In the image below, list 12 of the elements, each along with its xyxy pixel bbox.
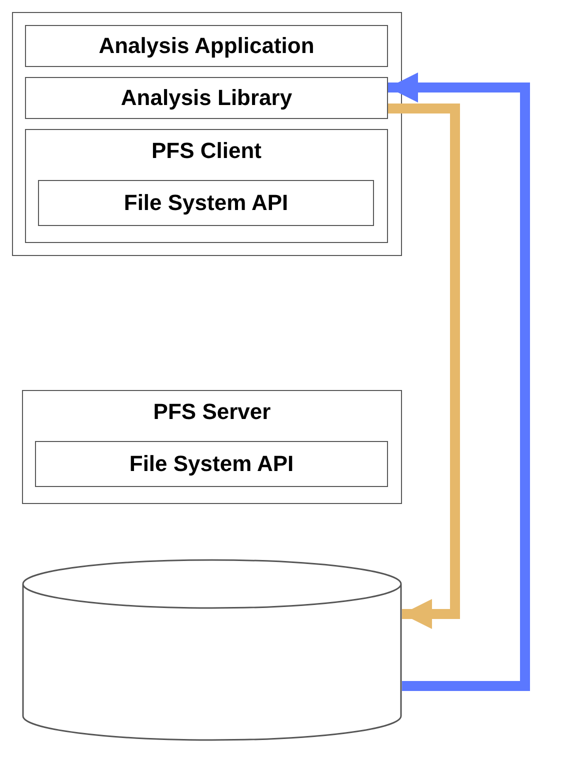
layer-box: Analysis Application bbox=[25, 25, 388, 67]
layer-panel bbox=[25, 129, 388, 243]
layer-panel bbox=[22, 390, 402, 504]
arrow bbox=[388, 104, 460, 629]
arrow bbox=[388, 72, 530, 691]
layer-box: File System API bbox=[38, 180, 374, 226]
panel-title: PFS Server bbox=[152, 399, 272, 425]
layer-box: Analysis Library bbox=[25, 77, 388, 119]
panel-title: PFS Client bbox=[150, 138, 262, 164]
disk-cylinder bbox=[22, 560, 402, 740]
container-box bbox=[12, 12, 402, 256]
layer-box: File System API bbox=[35, 441, 388, 487]
